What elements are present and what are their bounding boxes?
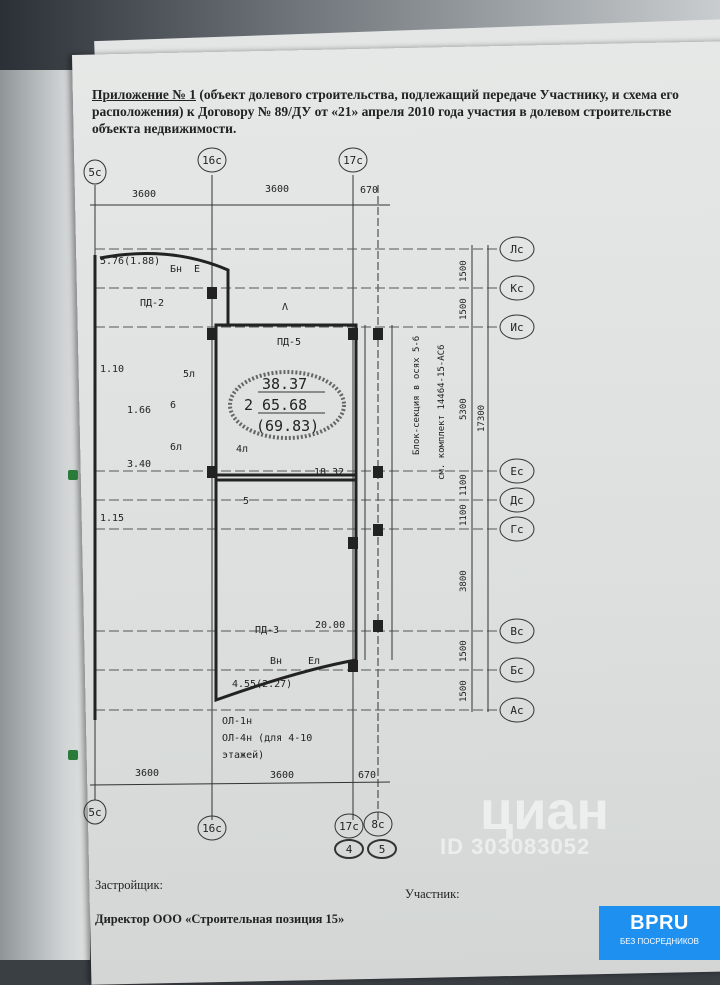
appendix-number: Приложение № 1 [92,87,196,102]
axis-label: 16с [202,822,222,835]
room-label: Бн [170,264,182,275]
apartment-total-area: 65.68 [262,396,307,414]
dimension: 3600 [132,189,156,200]
area-label: 1.10 [100,364,124,375]
badge-brand: BPRU [630,912,689,934]
dimension: 1100 [459,504,469,526]
area-label: 1.15 [100,513,124,524]
dimension: 17300 [477,405,487,432]
axis-label: 8с [371,818,384,831]
apartment-living-area: 38.37 [262,375,307,393]
dimension: 3600 [270,770,294,781]
axis-label: 17с [343,154,363,167]
cian-watermark: циан ID 303083052 [440,780,609,860]
axis-label: Дс [510,494,523,507]
area-label: 20.00 [315,620,345,631]
axis-label: 5с [88,806,101,819]
marker-label: 6л [170,442,182,453]
watermark-name: циан [480,781,610,841]
section-note: Блок-секция в осях 5-6 [412,336,422,455]
developer-label: Застройщик: [95,878,164,892]
watermark-id: ID 303083052 [440,834,591,859]
binder-clip-icon [68,470,78,480]
dimension: 1100 [459,474,469,496]
marker-label: 5л [183,369,195,380]
dimension: 3800 [459,570,469,592]
dimension: 5300 [459,398,469,420]
opening-label: ПД-5 [277,337,301,348]
area-label: 18.32 [314,467,344,478]
section-number: 4 [346,843,353,856]
dimension: 670 [360,185,378,196]
bpru-badge: BPRU БЕЗ ПОСРЕДНИКОВ [599,906,720,960]
axis-label: Кс [510,282,523,295]
participant-label: Участник: [405,887,460,901]
binder-clip-icon [68,750,78,760]
apartment-rooms: 2 [244,396,253,414]
axis-label: Бс [510,664,523,677]
document-heading: Приложение № 1 (объект долевого строител… [92,86,717,137]
heading-text: (объект долевого строительства, подлежащ… [92,87,679,136]
area-label: 3.40 [127,459,151,470]
window-label: ОЛ-1н [222,716,252,727]
director-label: Директор ООО «Строительная позиция 15» [95,912,345,926]
opening-label: ПД-2 [140,298,164,309]
dimension: 1500 [459,680,469,702]
dimension: 3600 [135,768,159,779]
room-label: Ел [308,656,320,667]
apartment-area-with-balcony: (69.83) [256,417,319,435]
axis-label: Ес [510,465,523,478]
marker-label: 6 [170,400,176,411]
window-label: ОЛ-4н (для 4-10 [222,733,312,744]
dimension: 670 [358,770,376,781]
dimension: 3600 [265,184,289,195]
area-label: 4.55(2.27) [232,679,292,690]
dimension: 1500 [459,640,469,662]
section-number: 5 [379,843,386,856]
axis-label: Гс [510,523,523,536]
marker-label: 5 [243,496,249,507]
axis-label: Ис [510,321,523,334]
room-label: Вн [270,656,282,667]
area-label: 1.66 [127,405,151,416]
window-label: этажей) [222,749,264,761]
axis-label: 16с [202,154,222,167]
floor-plan: 5с 16с 17с 5с 16с 17с 8с 4 5 Лс Кс Ис Ес… [83,147,535,859]
opening-label: ПД-3 [255,625,279,636]
area-label: 5.76(1.88) [100,256,160,267]
axis-label: Лс [510,243,523,256]
opening-label: Λ [282,302,288,313]
axis-label: 5с [88,166,101,179]
room-label: Е [194,264,200,275]
badge-sub: БЕЗ ПОСРЕДНИКОВ [620,937,699,946]
marker-label: 4л [236,444,248,455]
dimension: 1500 [459,298,469,320]
dimension: 1500 [459,260,469,282]
axis-label: Ас [510,704,523,717]
axis-label: Вс [510,625,523,638]
section-note: см. комплект 14464-15-АС6 [437,345,447,480]
axis-label: 17с [339,820,359,833]
